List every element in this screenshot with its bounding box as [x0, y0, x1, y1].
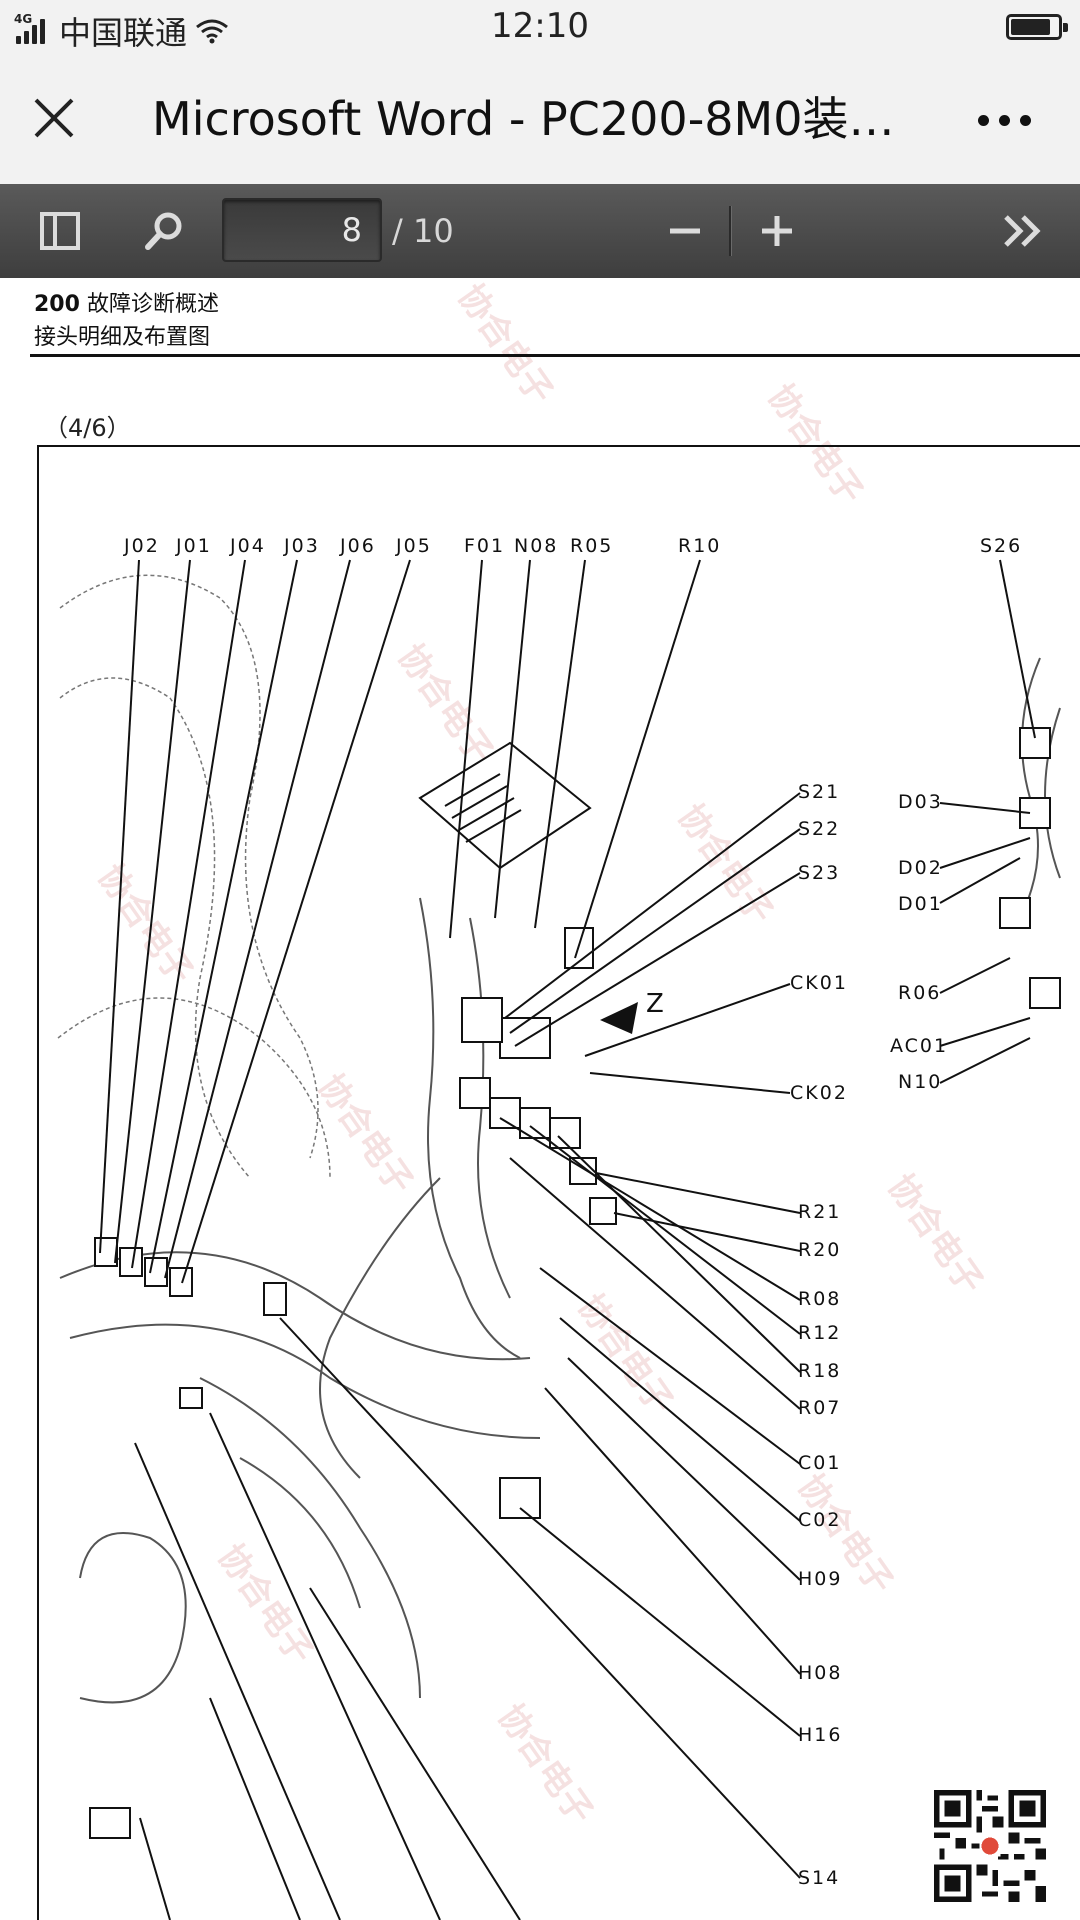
label-D02: D02 [898, 857, 943, 879]
label-S26: S26 [980, 535, 1022, 557]
document-title: Microsoft Word - PC200-8M0装修... [152, 92, 912, 146]
label-CK01: CK01 [790, 972, 848, 994]
minus-icon [670, 228, 700, 234]
label-S21: S21 [798, 781, 840, 803]
battery-fill [1011, 19, 1050, 35]
status-bar: 4G 中国联通 12:10 [0, 0, 1080, 56]
heading-rule [30, 354, 1080, 357]
next-page-button[interactable] [994, 184, 1054, 278]
page-number-input[interactable]: 8 [222, 198, 382, 262]
label-J02: J02 [123, 535, 160, 557]
label-H16: H16 [798, 1724, 842, 1746]
double-chevron-right-icon [1004, 215, 1041, 247]
label-N08: N08 [514, 535, 558, 557]
signal-icon: 4G [14, 12, 45, 44]
label-J04: J04 [229, 535, 266, 557]
toolbar-divider [729, 206, 731, 256]
pdf-toolbar: 8 / 10 [0, 184, 1080, 278]
label-R12: R12 [798, 1322, 841, 1344]
section-heading: 200 故障诊断概述 接头明细及布置图 [34, 288, 219, 354]
more-options-button[interactable] [962, 90, 1046, 150]
label-N10: N10 [898, 1071, 942, 1093]
label-R08: R08 [798, 1288, 841, 1310]
document-page[interactable]: 协合电子 协合电子 协合电子 协合电子 协合电子 协合电子 协合电子 协合电子 … [0, 278, 1080, 1920]
search-icon [145, 212, 182, 250]
label-S23: S23 [798, 862, 840, 884]
label-C02: C02 [798, 1509, 841, 1531]
label-J01: J01 [175, 535, 212, 557]
carrier-name: 中国联通 [59, 14, 188, 52]
battery-icon [1006, 14, 1068, 40]
label-R10: R10 [678, 535, 721, 557]
label-S14: S14 [798, 1867, 840, 1889]
app-header: Microsoft Word - PC200-8M0装修... [0, 56, 1080, 184]
label-J05: J05 [395, 535, 432, 557]
label-CK02: CK02 [790, 1082, 848, 1104]
status-left: 4G 中国联通 [14, 8, 229, 54]
label-D03: D03 [898, 791, 943, 813]
label-J06: J06 [339, 535, 376, 557]
wifi-icon [196, 19, 228, 44]
page-total: / 10 [392, 212, 454, 250]
section-number: 200 [34, 292, 80, 317]
label-Z: Z [646, 989, 666, 1019]
label-F01: F01 [464, 535, 505, 557]
label-R07: R07 [798, 1397, 841, 1419]
zoom-out-button[interactable] [660, 184, 710, 278]
close-icon [34, 98, 74, 138]
label-S22: S22 [798, 818, 840, 840]
plus-icon [762, 216, 792, 246]
section-title: 故障诊断概述 [86, 292, 219, 317]
sheet-label: （4/6） [44, 414, 131, 442]
label-AC01: AC01 [890, 1035, 948, 1057]
label-R20: R20 [798, 1239, 841, 1261]
label-R05: R05 [570, 535, 613, 557]
more-dots-icon [977, 114, 989, 126]
label-C01: C01 [798, 1452, 841, 1474]
label-H08: H08 [798, 1662, 842, 1684]
close-button[interactable] [24, 88, 84, 148]
wiring-diagram: J02 J01 J04 J03 J06 J05 F01 N08 R05 R10 … [37, 445, 1080, 1920]
qr-code-image [934, 1790, 1046, 1902]
label-D01: D01 [898, 893, 943, 915]
status-time: 12:10 [491, 6, 589, 46]
search-button[interactable] [134, 184, 194, 278]
sidebar-toggle-button[interactable] [30, 184, 90, 278]
sidebar-icon [40, 212, 80, 250]
label-R18: R18 [798, 1360, 841, 1382]
label-J03: J03 [283, 535, 320, 557]
section-subtitle: 接头明细及布置图 [34, 325, 211, 350]
network-type: 4G [14, 12, 33, 26]
zoom-in-button[interactable] [752, 184, 802, 278]
label-R06: R06 [898, 982, 941, 1004]
label-R21: R21 [798, 1201, 841, 1223]
label-H09: H09 [798, 1568, 842, 1590]
